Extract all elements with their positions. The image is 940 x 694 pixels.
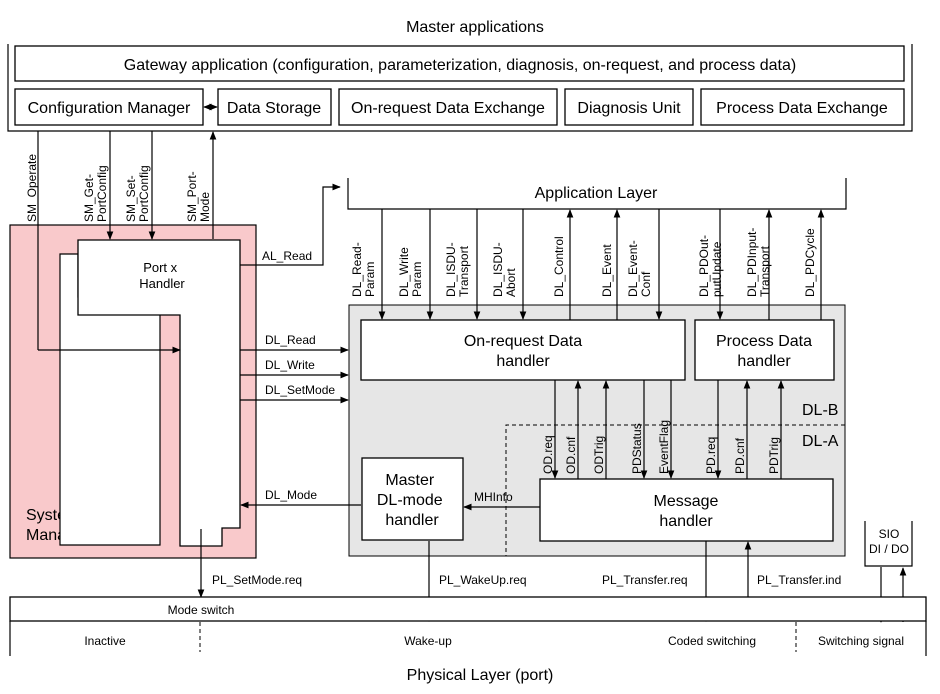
process-data-handler-box: [694, 319, 835, 381]
application-layer-label: Application Layer: [535, 185, 658, 202]
pd-req-label: PD.req: [704, 437, 718, 474]
state-inactive-label: Inactive: [84, 634, 126, 648]
port-handler-box: [77, 239, 241, 547]
master-dl-mode-handler-label: Master DL-mode handler: [377, 472, 447, 529]
data-storage-label: Data Storage: [227, 100, 321, 117]
physical-layer-title: Physical Layer (port): [407, 667, 554, 684]
pl-transfer-req-label: PL_Transfer.req: [602, 573, 688, 587]
dl-writeparam-label: DL_WriteParam: [397, 247, 424, 297]
physical-layer-bracket: [9, 621, 927, 656]
dl-isdu-transport-label: DL_ISDU-Transport: [444, 242, 471, 297]
dl-isdu-abort-label: DL_ISDU-Abort: [491, 242, 518, 297]
mode-switch-label: Mode switch: [168, 603, 235, 617]
sm-operate-label: SM_Operate: [25, 154, 39, 222]
diagnosis-unit-box: [564, 88, 694, 126]
al-read-arrow: [240, 183, 341, 266]
dl-mode-label: DL_Mode: [265, 488, 317, 502]
sm-set-portconfig-label: SM_Set-PortConfig: [124, 165, 151, 222]
mode-switch-box: [9, 596, 927, 622]
sm-get-portconfig-label: SM_Get-PortConfig: [82, 165, 109, 222]
eventflag-label: EventFlag: [657, 420, 671, 474]
sio-bracket: [864, 521, 913, 567]
on-request-data-handler-box: [360, 319, 686, 381]
dl-pdoutputupdate-label: DL_PDOut-putUpdate: [697, 235, 724, 297]
dl-write-label: DL_Write: [265, 358, 315, 372]
pdtrig-label: PDTrig: [767, 437, 781, 474]
on-request-data-exchange-label: On-request Data Exchange: [351, 100, 545, 117]
diagnosis-unit-label: Diagnosis Unit: [577, 100, 681, 117]
dl-pdcycle-label: DL_PDCycle: [803, 228, 817, 297]
process-data-exchange-label: Process Data Exchange: [716, 100, 888, 117]
dl-control-label: DL_Control: [552, 236, 566, 297]
data-storage-box: [217, 88, 332, 126]
dl-boundary-line: [505, 424, 845, 556]
message-handler-box: [539, 478, 834, 542]
on-request-data-exchange-box: [338, 88, 558, 126]
state-switching-signal-label: Switching signal: [818, 634, 904, 648]
dl-event-conf-label: DL_Event-Conf: [626, 240, 653, 297]
dl-readparam-label: DL_Read-Param: [350, 242, 377, 297]
state-coded-switching-label: Coded switching: [668, 634, 756, 648]
configuration-manager-label: Configuration Manager: [28, 100, 191, 117]
od-cnf-label: OD.cnf: [564, 436, 578, 474]
application-layer-bracket: [347, 178, 847, 210]
gateway-application-box: [14, 45, 905, 82]
gateway-application-label: Gateway application (configuration, para…: [124, 57, 796, 74]
al-read-label: AL_Read: [262, 249, 312, 263]
dl-read-label: DL_Read: [265, 333, 316, 347]
pl-wakeup-label: PL_WakeUp.req: [439, 573, 527, 587]
odtrig-label: ODTrig: [592, 436, 606, 474]
pl-transfer-ind-label: PL_Transfer.ind: [757, 573, 841, 587]
dl-pdinputtransport-label: DL_PDInput-Transport: [745, 228, 772, 297]
od-req-label: OD.req: [541, 435, 555, 474]
port-handler-label: Port x Handler: [139, 260, 185, 291]
state-wakeup-label: Wake-up: [404, 634, 452, 648]
master-applications-title: Master applications: [406, 19, 544, 36]
pl-setmode-label: PL_SetMode.req: [212, 573, 302, 587]
dl-event-label: DL_Event: [600, 244, 614, 297]
sm-port-mode-label: SM_Port-Mode: [185, 171, 212, 222]
dl-setmode-label: DL_SetMode: [265, 383, 335, 397]
configuration-manager-box: [14, 88, 204, 126]
master-applications-bracket: [7, 44, 913, 132]
master-dl-mode-handler-box: [361, 457, 464, 541]
process-data-exchange-box: [700, 88, 905, 126]
dl-b-label: DL-B: [802, 402, 838, 419]
pdstatus-label: PDStatus: [630, 423, 644, 474]
mhinfo-label: MHInfo: [474, 490, 513, 504]
pd-cnf-label: PD.cnf: [733, 437, 747, 474]
dl-a-label: DL-A: [802, 433, 839, 450]
